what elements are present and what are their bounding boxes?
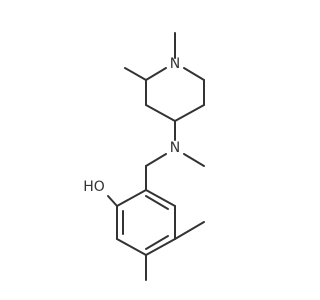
bond-aryl-methyl-right (174, 221, 205, 240)
bond-aromatic-3 (116, 238, 147, 256)
aromatic-double-bond-bottom (145, 235, 169, 250)
bond-c4-c5 (174, 104, 205, 122)
bond-piperidine-n-c2 (145, 67, 167, 81)
bond-amine-ch2 (145, 153, 167, 167)
piperidine-nitrogen-label: N (170, 56, 180, 72)
molecule-structure: N N HO (83, 32, 205, 281)
bond-c3-c4 (145, 104, 176, 122)
hydroxyl-label: HO (83, 179, 105, 195)
aromatic-double-bond-top (145, 195, 169, 210)
bond-aromatic-4 (145, 238, 176, 256)
bond-amine-methyl (183, 153, 205, 167)
bond-aromatic-6 (145, 189, 176, 207)
bond-aromatic-1 (116, 189, 147, 207)
bond-c2-methyl (124, 67, 147, 81)
amine-nitrogen-label: N (170, 140, 180, 156)
bond-aryl-hydroxyl (107, 195, 118, 207)
bond-piperidine-n-c6 (183, 67, 205, 81)
